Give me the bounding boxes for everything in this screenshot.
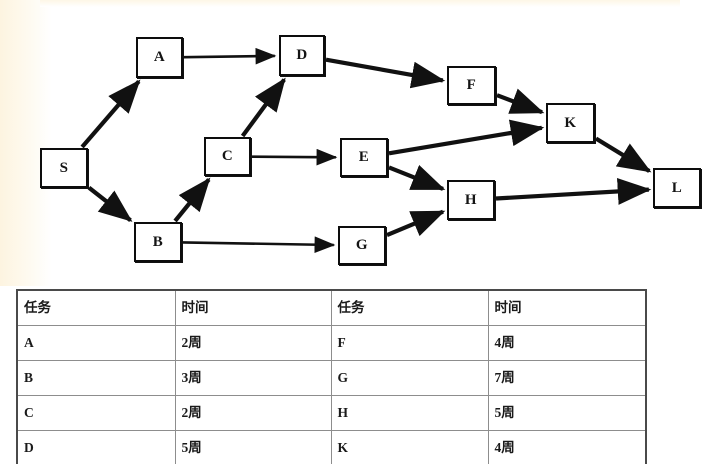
node-g[interactable]: G [338, 226, 386, 265]
node-label: G [355, 237, 369, 253]
task-duration-cell: 3周 [174, 360, 332, 396]
task-name-cell: H [330, 395, 489, 431]
activity-network-diagram: S A D C B E F G H K L [40, 35, 701, 265]
task-duration-cell: 4周 [487, 430, 647, 464]
node-d[interactable]: D [279, 35, 325, 76]
column-header: 任务 [330, 289, 489, 326]
task-name-cell: D [16, 430, 176, 464]
edge-s-to-b [87, 186, 133, 222]
edge-e-to-h [388, 164, 446, 191]
task-duration-table: 任务时间任务时间A2周F4周B3周G7周C2周H5周D5周K4周E1周L3周 [16, 289, 647, 464]
node-c[interactable]: C [204, 137, 251, 176]
edge-e-to-k [388, 119, 545, 156]
task-duration-cell: 4周 [487, 325, 647, 361]
edge-c-to-d [240, 77, 286, 138]
edge-d-to-f [325, 57, 446, 89]
edge-k-to-l [594, 136, 652, 173]
edge-f-to-k [496, 88, 545, 115]
column-header: 时间 [487, 289, 647, 326]
task-name-cell: A [16, 325, 176, 361]
task-name-cell: G [330, 360, 489, 396]
task-duration-cell: 7周 [487, 360, 647, 396]
node-label: S [59, 159, 69, 176]
task-duration-cell: 2周 [174, 325, 332, 361]
node-label: K [564, 114, 577, 131]
node-label: E [358, 149, 370, 165]
node-label: L [671, 179, 683, 196]
task-duration-cell: 5周 [174, 430, 332, 464]
node-label: A [153, 49, 166, 65]
table-header-row: 任务时间任务时间 [16, 289, 647, 326]
node-e[interactable]: E [340, 138, 388, 177]
column-header: 任务 [16, 289, 176, 326]
edge-h-to-l [495, 177, 652, 205]
edge-b-to-g [182, 236, 336, 253]
diagram-edges-layer [80, 47, 652, 253]
edge-a-to-d [183, 47, 277, 65]
task-name-cell: B [16, 360, 176, 396]
task-name-cell: K [330, 430, 489, 464]
task-duration-cell: 5周 [487, 395, 647, 431]
edge-g-to-h [386, 209, 446, 238]
edge-c-to-e [251, 148, 338, 166]
node-s[interactable]: S [40, 148, 88, 188]
node-label: B [152, 233, 164, 250]
task-name-cell: F [330, 325, 489, 361]
task-name-cell: C [16, 395, 176, 431]
edge-b-to-c [173, 177, 211, 223]
edge-s-to-a [80, 79, 141, 149]
node-label: F [466, 77, 477, 93]
node-label: D [296, 47, 308, 63]
node-label: H [464, 191, 478, 208]
node-b[interactable]: B [134, 222, 182, 262]
node-k[interactable]: K [546, 103, 595, 143]
node-h[interactable]: H [447, 180, 495, 220]
column-header: 时间 [174, 289, 332, 326]
node-f[interactable]: F [447, 66, 496, 105]
node-l[interactable]: L [653, 168, 701, 208]
task-duration-cell: 2周 [174, 395, 332, 431]
node-label: C [221, 148, 234, 164]
node-a[interactable]: A [136, 37, 183, 78]
